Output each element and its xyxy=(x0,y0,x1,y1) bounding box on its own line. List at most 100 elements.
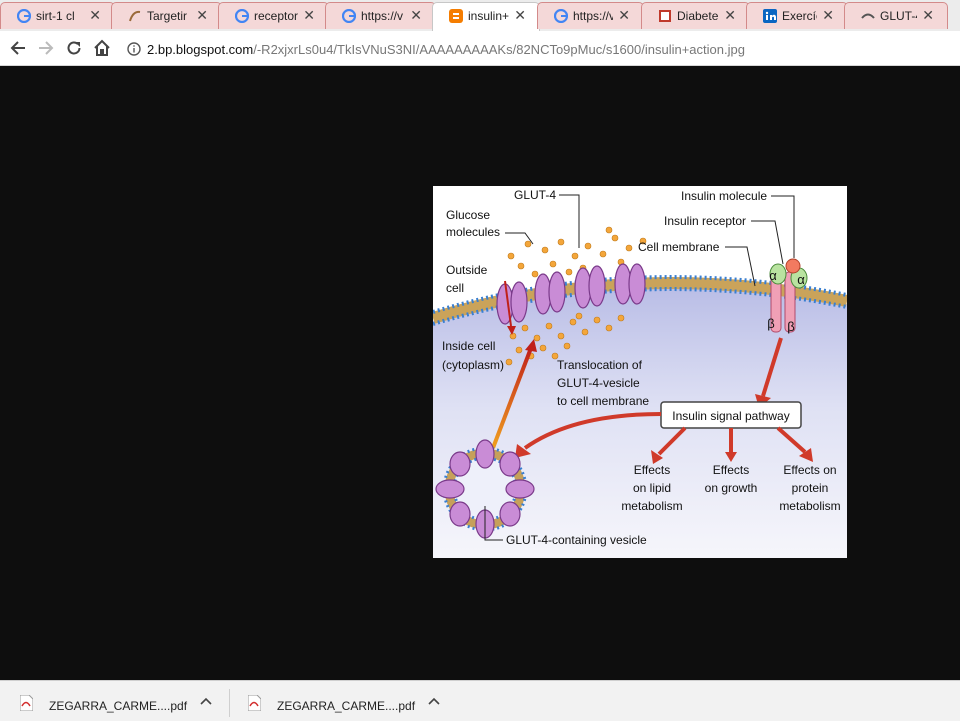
site-icon xyxy=(861,13,875,19)
protein-arrow xyxy=(776,426,807,454)
alpha-label-1: α xyxy=(769,268,777,283)
close-icon[interactable]: ✕ xyxy=(724,7,736,23)
tab-receptor[interactable]: receptor ✕ xyxy=(218,2,329,29)
translocation-label-2: GLUT-4-vesicle xyxy=(557,376,640,390)
translocation-arrow xyxy=(491,347,533,449)
google-icon xyxy=(235,9,249,23)
tab-https-1[interactable]: https://v ✕ xyxy=(325,2,436,29)
close-icon[interactable]: ✕ xyxy=(196,7,208,23)
tab-targeting[interactable]: Targetir ✕ xyxy=(111,2,222,29)
close-icon[interactable]: ✕ xyxy=(410,7,422,23)
signal-pathway-label: Insulin signal pathway xyxy=(672,409,789,423)
tab-label: sirt-1 cl xyxy=(36,9,75,23)
download-bar: ZEGARRA_CARME....pdf ZEGARRA_CARME....pd… xyxy=(0,680,960,721)
google-icon xyxy=(342,9,356,23)
protein-arrowhead xyxy=(799,448,813,462)
glut4-transporters xyxy=(496,263,646,325)
linkedin-icon xyxy=(763,9,777,23)
google-icon xyxy=(17,9,31,23)
insulin-receptor-label: Insulin receptor xyxy=(664,214,746,228)
growth-effect-label-1: Effects xyxy=(713,463,749,477)
glucose-label-1: Glucose xyxy=(446,208,490,222)
tab-strip: sirt-1 cl ✕ Targetir ✕ receptor ✕ https:… xyxy=(0,0,960,31)
url-host: 2.bp.blogspot.com xyxy=(147,42,254,57)
glucose-label-2: molecules xyxy=(446,225,500,239)
url-text[interactable]: 2.bp.blogspot.com/-R2xjxrLs0u4/TkIsVNuS3… xyxy=(147,42,745,57)
tab-label: GLUT-4 xyxy=(880,9,917,23)
outside-label-1: Outside xyxy=(446,263,488,277)
tab-label: receptor xyxy=(254,9,298,23)
home-icon[interactable] xyxy=(92,38,112,58)
tab-label: https://v xyxy=(361,9,404,23)
tab-label: Diabete xyxy=(677,9,719,23)
signal-to-vesicle-arrow xyxy=(523,412,662,450)
beta-label-2: β xyxy=(787,319,794,334)
download-item-2[interactable]: ZEGARRA_CARME....pdf xyxy=(228,681,457,721)
info-icon[interactable] xyxy=(127,42,141,56)
glucose-molecules-outside xyxy=(507,226,647,278)
receptor-to-signal-arrow xyxy=(761,337,783,397)
translocation-arrowhead xyxy=(525,339,537,352)
protein-effect-label-1: Effects on xyxy=(783,463,836,477)
close-icon[interactable]: ✕ xyxy=(89,7,101,23)
close-icon[interactable]: ✕ xyxy=(922,7,934,23)
lipid-effect-label-2: on lipid xyxy=(633,481,671,495)
tab-exercicio[interactable]: Exercício ✕ xyxy=(746,2,848,29)
beta-label-1: β xyxy=(767,316,774,331)
download-filename: ZEGARRA_CARME....pdf xyxy=(49,699,188,713)
glucose-import-arrowhead xyxy=(507,326,516,335)
tab-label: insulin+ xyxy=(468,9,509,23)
tab-label: Targetir xyxy=(147,9,188,23)
download-filename: ZEGARRA_CARME....pdf xyxy=(277,699,416,713)
outside-label-2: cell xyxy=(446,281,464,295)
chevron-up-icon[interactable] xyxy=(200,697,212,705)
tab-glut4[interactable]: GLUT-4 ✕ xyxy=(844,2,948,29)
protein-effect-label-2: protein xyxy=(792,481,829,495)
site-icon xyxy=(129,10,141,22)
close-icon[interactable]: ✕ xyxy=(303,7,315,23)
glucose-molecules-inside xyxy=(505,312,625,366)
translocation-label-1: Translocation of xyxy=(557,358,643,372)
glucose-import-arrow xyxy=(504,280,512,327)
lipid-arrowhead xyxy=(651,450,663,464)
alpha-label-2: α xyxy=(797,272,805,287)
glut4-vesicle xyxy=(435,439,535,539)
insulin-action-image: α α β β Insulin signal pathway xyxy=(433,186,847,558)
chevron-up-icon[interactable] xyxy=(428,697,440,705)
insulin-molecule-label: Insulin molecule xyxy=(681,189,767,203)
url-path: /-R2xjxrLs0u4/TkIsVNuS3NI/AAAAAAAAAKs/82… xyxy=(253,42,745,57)
toolbar: 2.bp.blogspot.com/-R2xjxrLs0u4/TkIsVNuS3… xyxy=(0,31,960,66)
pdf-file-icon xyxy=(20,695,33,711)
address-bar[interactable]: 2.bp.blogspot.com/-R2xjxrLs0u4/TkIsVNuS3… xyxy=(120,35,960,62)
close-icon[interactable]: ✕ xyxy=(822,7,834,23)
growth-arrowhead xyxy=(725,452,737,462)
glut4-label: GLUT-4 xyxy=(514,188,556,202)
inside-label-1: Inside cell xyxy=(442,339,495,353)
site-icon xyxy=(659,10,671,22)
tab-label: https://v xyxy=(573,9,613,23)
download-separator xyxy=(229,689,230,717)
insulin-action-diagram: α α β β Insulin signal pathway xyxy=(433,188,847,558)
download-item-1[interactable]: ZEGARRA_CARME....pdf xyxy=(0,681,229,721)
lipid-arrow xyxy=(657,426,687,456)
forward-icon[interactable] xyxy=(36,38,56,58)
insulin-receptor-shape xyxy=(769,258,808,333)
close-icon[interactable]: ✕ xyxy=(618,7,630,23)
tab-https-2[interactable]: https://v ✕ xyxy=(537,2,644,29)
protein-effect-label-3: metabolism xyxy=(779,499,840,513)
cell-membrane-label: Cell membrane xyxy=(638,240,720,254)
inside-label-2: (cytoplasm) xyxy=(442,358,504,372)
tab-label: Exercício xyxy=(782,9,817,23)
back-icon[interactable] xyxy=(8,38,28,58)
tab-sirt1[interactable]: sirt-1 cl ✕ xyxy=(0,2,115,29)
translocation-label-3: to cell membrane xyxy=(557,394,649,408)
blogger-icon xyxy=(449,9,463,23)
tab-diabetes[interactable]: Diabete ✕ xyxy=(641,2,750,29)
growth-effect-label-2: on growth xyxy=(705,481,758,495)
lipid-effect-label-1: Effects xyxy=(634,463,670,477)
lipid-effect-label-3: metabolism xyxy=(621,499,682,513)
reload-icon[interactable] xyxy=(64,38,84,58)
close-icon[interactable]: ✕ xyxy=(514,7,526,23)
tab-insulin-active[interactable]: insulin+ ✕ xyxy=(432,2,540,31)
vesicle-label: GLUT-4-containing vesicle xyxy=(506,533,647,547)
